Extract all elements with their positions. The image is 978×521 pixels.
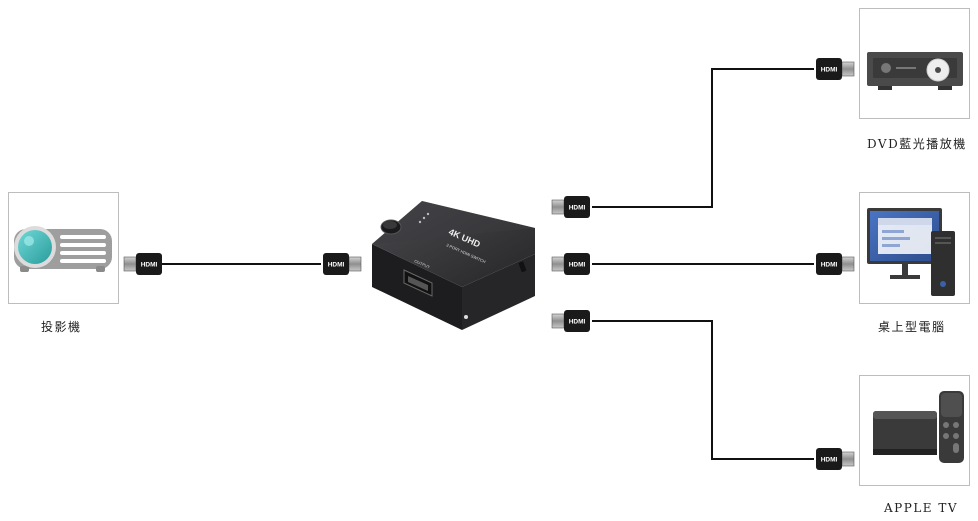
projector-label: 投影機 (41, 320, 82, 334)
appletv-label: APPLE TV (884, 501, 959, 515)
hdmi-connector-switch-output: HDMI (323, 253, 362, 275)
connector-hdmi-text: HDMI (569, 262, 586, 269)
hdmi-connectors: HDMI HDMI HDMI HDMI HDMI HDMI HDMI HDMI (123, 58, 855, 470)
connector-hdmi-text: HDMI (569, 319, 586, 326)
connector-metal-tip (123, 256, 137, 272)
connector-metal-tip (841, 451, 855, 467)
connector-metal-tip (841, 61, 855, 77)
connector-hdmi-text: HDMI (821, 262, 838, 269)
hdmi-connector-input-1: HDMI (551, 196, 590, 218)
connector-hdmi-text: HDMI (569, 205, 586, 212)
bluray-player-icon (867, 52, 963, 90)
connector-hdmi-text: HDMI (821, 457, 838, 464)
projector-icon (14, 226, 112, 272)
dvd-label: DVD藍光播放機 (867, 137, 967, 151)
hdmi-connector-appletv: HDMI (816, 448, 855, 470)
hdmi-connector-input-3: HDMI (551, 310, 590, 332)
connector-metal-tip (551, 256, 565, 272)
connector-metal-tip (551, 313, 565, 329)
hdmi-connector-dvd: HDMI (816, 58, 855, 80)
connector-body (816, 253, 842, 275)
desktop-computer-icon (867, 208, 955, 296)
desktop-label: 桌上型電腦 (878, 320, 946, 334)
switch-output-label: OUTPUT (414, 258, 432, 269)
cables (162, 68, 814, 460)
connector-body (816, 448, 842, 470)
connector-body (564, 196, 590, 218)
connector-hdmi-text: HDMI (141, 262, 158, 269)
connector-metal-tip (841, 256, 855, 272)
hdmi-connector-desktop: HDMI (816, 253, 855, 275)
cable-dvd (592, 68, 814, 208)
connector-body (564, 310, 590, 332)
hdmi-switch-icon: 4K UHD 3 PORT HDMI SWITCH OUTPUT (372, 201, 535, 330)
connector-hdmi-text: HDMI (821, 67, 838, 74)
connector-body (136, 253, 162, 275)
connector-body (816, 58, 842, 80)
connector-hdmi-text: HDMI (328, 262, 345, 269)
connector-metal-tip (348, 256, 362, 272)
hdmi-connector-projector: HDMI (123, 253, 162, 275)
connector-body (323, 253, 349, 275)
apple-tv-icon (873, 391, 964, 463)
cable-appletv (592, 320, 814, 460)
hdmi-connector-input-2: HDMI (551, 253, 590, 275)
connector-metal-tip (551, 199, 565, 215)
connector-body (564, 253, 590, 275)
